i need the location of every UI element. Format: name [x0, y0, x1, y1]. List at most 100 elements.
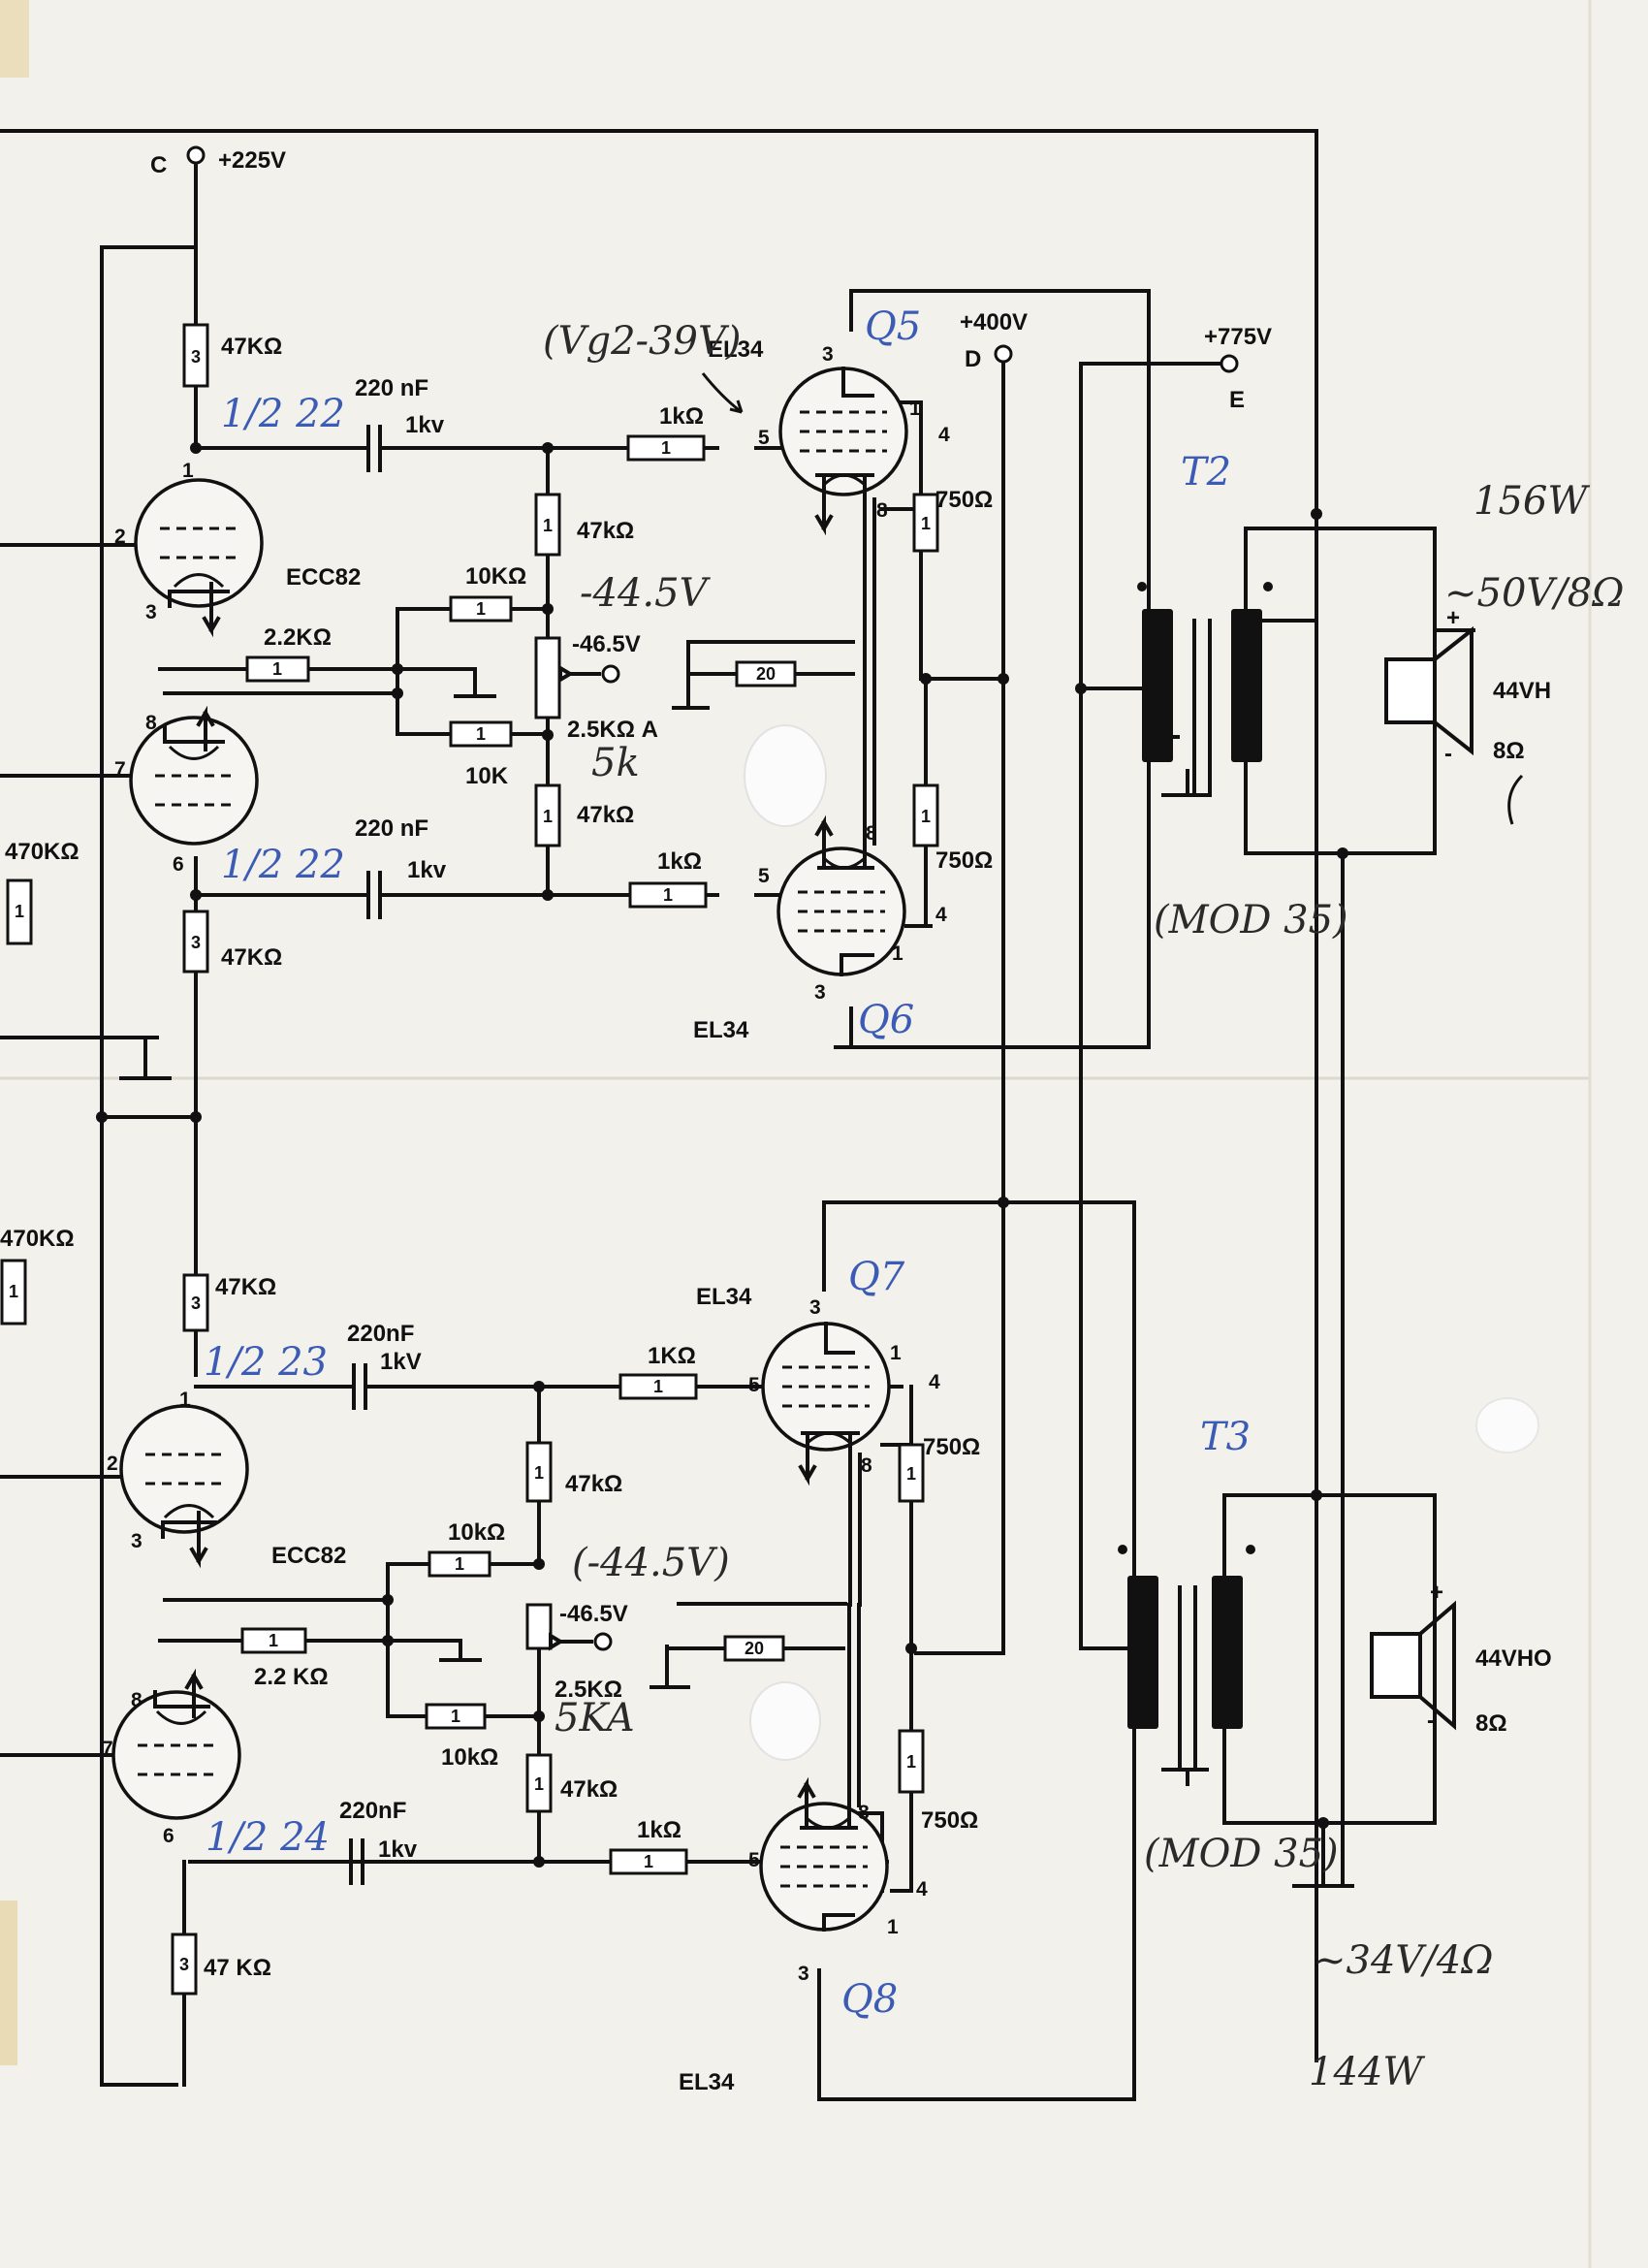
terminals[interactable]	[186, 145, 1239, 1651]
resistor-1k-q6	[628, 881, 708, 909]
correction-fluid-bottom	[749, 1681, 821, 1761]
svg-text:1: 1	[534, 1463, 544, 1483]
resistor-10k-top-b	[449, 720, 513, 748]
resistor-1k-q8	[609, 1848, 688, 1875]
svg-text:3: 3	[145, 601, 157, 623]
svg-text:1: 1	[534, 1774, 544, 1794]
svg-text:4: 4	[935, 904, 947, 926]
note-t2: T2	[1181, 450, 1231, 495]
note-t3: T3	[1200, 1415, 1251, 1459]
note-q5: Q5	[865, 304, 921, 349]
label-1k-q6: 1kΩ	[657, 848, 702, 875]
svg-text:3: 3	[798, 1963, 809, 1985]
svg-text:1: 1	[272, 659, 282, 679]
svg-text:8: 8	[866, 822, 877, 845]
capacitors	[349, 425, 382, 1885]
svg-text:1: 1	[887, 1916, 899, 1938]
label-speaker-top-minus: -	[1444, 741, 1452, 767]
svg-text:3: 3	[814, 981, 826, 1004]
svg-text:20: 20	[745, 1639, 764, 1658]
label-47k-chain-top-b: 47kΩ	[577, 802, 634, 828]
svg-text:1: 1	[269, 1631, 278, 1650]
note-power-156: 156W	[1474, 479, 1590, 524]
resistor-47k-mid	[182, 910, 209, 974]
svg-text:8: 8	[145, 712, 157, 734]
note-v2-22-mid: 1/2 22	[221, 843, 345, 887]
label-47k-bottom: 47 KΩ	[204, 1955, 271, 1981]
svg-text:1: 1	[921, 807, 931, 826]
label-10k-top-b: 10K	[465, 763, 509, 789]
bias-terminal-top[interactable]	[601, 664, 620, 684]
label-cap-rating-bottom-b: 1kv	[378, 1837, 418, 1863]
tube-el34-q7	[761, 1322, 891, 1607]
label-47k-chain-bottom-b: 47kΩ	[560, 1776, 618, 1803]
label-cap-rating-bottom-a: 1kV	[380, 1349, 422, 1375]
svg-text:1: 1	[543, 807, 553, 826]
svg-text:5: 5	[748, 1849, 760, 1871]
svg-text:3: 3	[131, 1530, 143, 1552]
label-47k-top: 47KΩ	[221, 334, 282, 360]
svg-text:4: 4	[938, 424, 950, 446]
label-speaker-top-plus: +	[1446, 605, 1460, 631]
label-470k-bottom: 470KΩ	[0, 1226, 75, 1252]
svg-text:7: 7	[102, 1738, 113, 1760]
correction-fluid-top	[744, 724, 827, 827]
svg-text:1: 1	[909, 398, 921, 420]
note-5k: 5k	[591, 741, 640, 785]
note-q6: Q6	[858, 998, 914, 1042]
bias-terminal-bottom[interactable]	[593, 1632, 613, 1651]
node-d-letter: D	[965, 346, 981, 372]
node-e-terminal[interactable]	[1220, 354, 1239, 373]
label-speaker-top-voltage: 44VH	[1493, 678, 1551, 704]
resistor-10k-bottom-b	[425, 1703, 487, 1730]
label-47k-mid: 47KΩ	[221, 944, 282, 971]
svg-text:1: 1	[892, 942, 903, 965]
label-cap-top-a: 220 nF	[355, 375, 428, 401]
svg-text:1: 1	[663, 885, 673, 905]
capacitor-top-b	[366, 871, 382, 919]
resistor-47k-chain-top-b	[534, 783, 561, 847]
resistor-20-bottom	[723, 1635, 785, 1662]
svg-text:8: 8	[131, 1689, 143, 1711]
svg-text:1: 1	[9, 1282, 18, 1301]
svg-text:8: 8	[876, 499, 888, 522]
label-1k-q8: 1kΩ	[637, 1817, 681, 1843]
note-5ka: 5KA	[555, 1696, 635, 1741]
svg-text:2: 2	[114, 526, 126, 548]
resistor-10k-top-a	[449, 595, 513, 623]
label-750-q8: 750Ω	[921, 1807, 978, 1834]
svg-text:1: 1	[644, 1852, 653, 1871]
node-c-voltage: +225V	[218, 147, 286, 174]
tube-el34-q6	[776, 638, 906, 976]
resistor-750-q5	[912, 493, 939, 553]
svg-text:1: 1	[476, 724, 486, 744]
resistor-47k-chain-bottom-a	[525, 1441, 553, 1503]
note-v2-22-top: 1/2 22	[221, 392, 345, 436]
label-speaker-top-impedance: 8Ω	[1493, 738, 1525, 764]
label-el34-q7: EL34	[696, 1284, 752, 1310]
note-v2-24: 1/2 24	[206, 1815, 330, 1860]
label-el34-q5: EL34	[708, 336, 764, 363]
label-ecc82-top: ECC82	[286, 564, 361, 591]
smudge-right	[1475, 1397, 1539, 1453]
label-750-q5: 750Ω	[935, 487, 993, 513]
resistor-470k-bottom	[0, 1259, 27, 1326]
resistor-750-q7	[898, 1443, 925, 1503]
label-cap-rating-top-a: 1kv	[405, 412, 445, 438]
note-bias-top: -44.5V	[580, 571, 712, 616]
resistor-20-top	[735, 660, 797, 687]
label-pot-bottom: 2.5KΩ	[555, 1677, 622, 1703]
node-c-terminal[interactable]	[186, 145, 206, 165]
svg-text:20: 20	[756, 664, 776, 684]
label-2k2-top: 2.2KΩ	[264, 624, 332, 651]
label-speaker-bottom-minus: -	[1427, 1708, 1435, 1734]
svg-text:2: 2	[107, 1453, 118, 1475]
label-1k-q5: 1kΩ	[659, 403, 704, 430]
node-e-letter: E	[1229, 387, 1245, 413]
label-ecc82-bottom: ECC82	[271, 1543, 346, 1569]
note-power-144: 144W	[1309, 2050, 1425, 2094]
note-q7: Q7	[848, 1255, 905, 1299]
node-d-terminal[interactable]	[994, 344, 1013, 364]
note-output-50v: ~50V/8Ω	[1444, 571, 1624, 616]
